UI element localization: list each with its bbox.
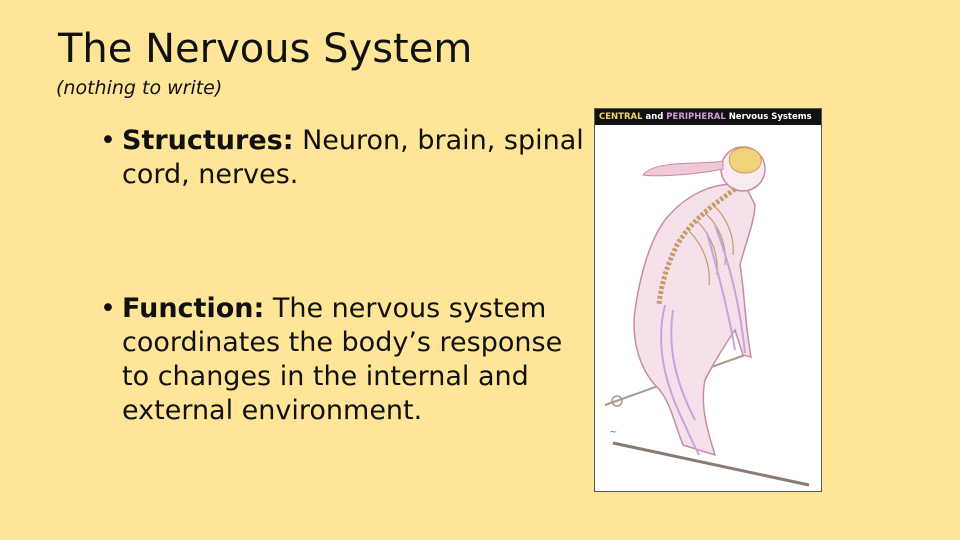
spinal-cord	[656, 186, 737, 306]
figure-banner: CENTRAL and PERIPHERAL Nervous Systems	[595, 109, 821, 125]
slide-title: The Nervous System	[58, 26, 473, 72]
pole-basket	[611, 395, 623, 407]
bullet-function: Function: The nervous system coordinates…	[100, 292, 590, 428]
bullet-text: Neuron, brain, spinal cord, nerves.	[122, 125, 584, 190]
bullet-term: Function:	[122, 293, 265, 324]
nervous-system-figure: CENTRAL and PERIPHERAL Nervous Systems	[594, 108, 822, 492]
banner-peripheral: PERIPHERAL	[666, 112, 726, 122]
bullet-term: Structures:	[122, 125, 294, 156]
peripheral-nerves	[660, 224, 746, 456]
banner-central: CENTRAL	[599, 112, 643, 122]
artist-signature: ~	[609, 427, 617, 438]
banner-rest: Nervous Systems	[725, 112, 812, 122]
slide-subtitle: (nothing to write)	[56, 77, 223, 99]
body-outline	[633, 183, 756, 457]
ski	[612, 441, 810, 487]
brain	[728, 147, 762, 174]
bullet-structures: Structures: Neuron, brain, spinal cord, …	[100, 124, 590, 192]
banner-and: and	[642, 112, 667, 122]
skier-illustration: ~	[604, 146, 810, 487]
ribcage	[688, 204, 734, 286]
cap	[642, 160, 724, 177]
bullet-list: Structures: Neuron, brain, spinal cord, …	[100, 124, 590, 428]
bullet-text: The nervous system coordinates the body’…	[122, 293, 563, 426]
